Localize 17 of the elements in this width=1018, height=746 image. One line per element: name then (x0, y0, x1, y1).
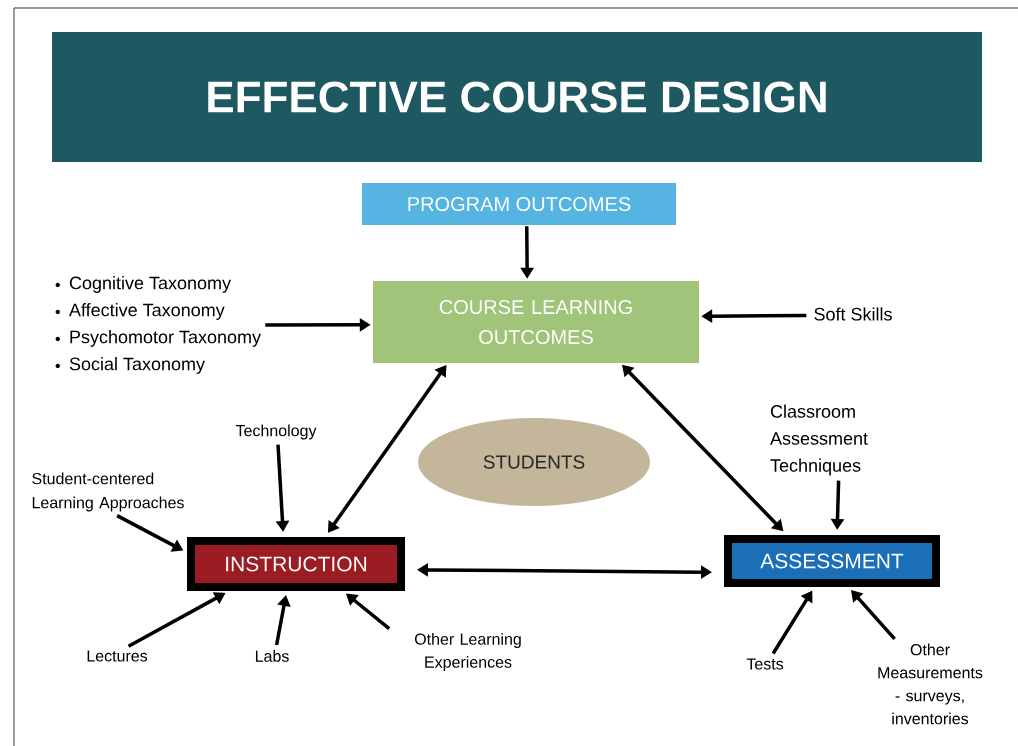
input-label: Technology (235, 424, 317, 440)
input-label: Other Measurements - surveys, inventories (878, 643, 983, 725)
taxonomy-list: Cognitive Taxonomy Affective Taxonomy Psychomotor Taxonomy Social Taxonomy (69, 276, 261, 374)
outcome-box: PROGRAM OUTCOMES (362, 183, 676, 225)
assessment-box: ASSESSMENT (724, 535, 940, 587)
instruction-box: INSTRUCTION (187, 537, 405, 591)
input-label: Tests (746, 658, 784, 670)
arrow (851, 590, 896, 641)
arrow (346, 593, 391, 630)
input-label: Student-centered Learning Approaches (32, 472, 184, 512)
input-label: Labs (256, 650, 289, 662)
input-label: Soft Skills (814, 307, 892, 321)
input-label: Classroom Assessment Techniques (770, 404, 868, 476)
input-label: Lectures (87, 650, 148, 662)
title-banner: EFFECTIVE COURSE DESIGN (52, 32, 982, 162)
input-label: Other Learning Experiences (414, 633, 521, 671)
outcome-box: COURSE LEARNING OUTCOMES (373, 281, 699, 363)
